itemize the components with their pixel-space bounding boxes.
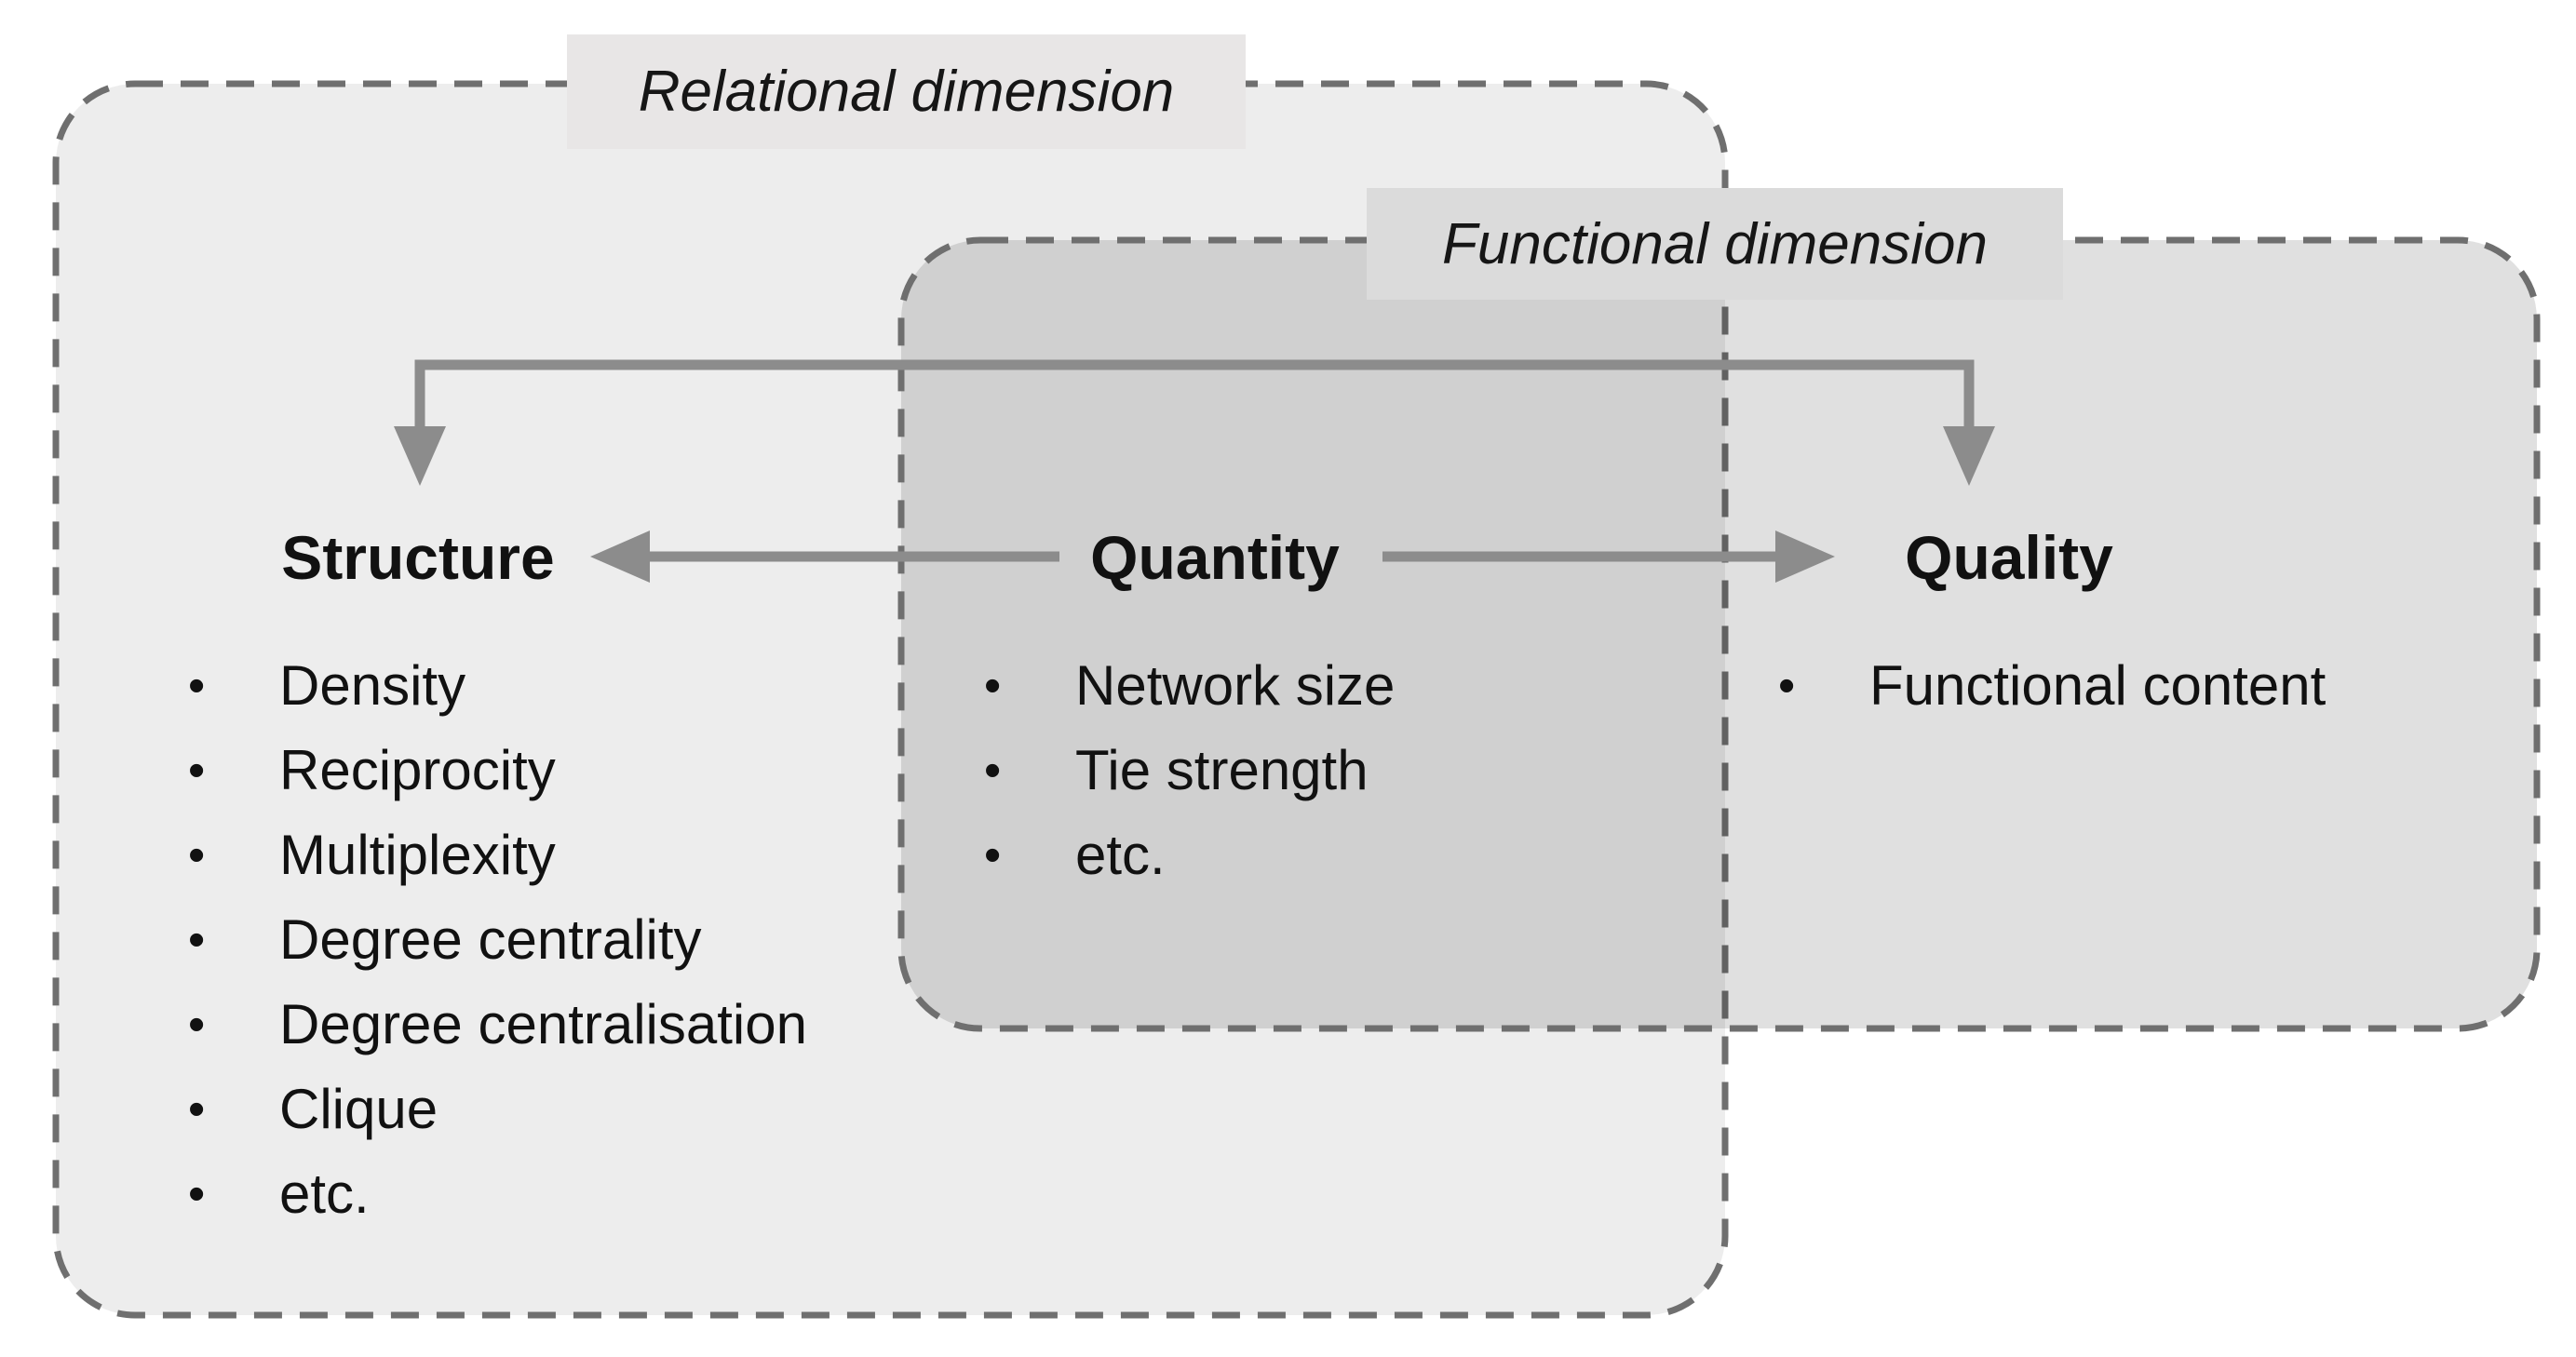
arrow-quantity-to-structure-head-icon [590,531,650,583]
relational-dimension-label: Relational dimension [567,34,1246,149]
list-item: Tie strength [971,728,1395,813]
list-item: Network size [971,643,1395,728]
list-item-label: Clique [279,1078,438,1140]
structure-heading: Structure [281,523,555,592]
quantity-list: Network size Tie strength etc. [971,643,1395,897]
list-item-label: Degree centralisation [279,993,807,1055]
list-item: Degree centrality [175,897,807,982]
list-item: Multiplexity [175,813,807,897]
list-item: Reciprocity [175,728,807,813]
arrow-quantity-to-quality-head-icon [1775,531,1835,583]
list-item: etc. [175,1151,807,1236]
list-item: Functional content [1765,643,2326,728]
functional-dimension-label: Functional dimension [1367,188,2063,300]
quality-heading: Quality [1905,523,2113,592]
arrow-down-to-quality-icon [1943,426,1995,486]
list-item: etc. [971,813,1395,897]
arrow-down-to-structure-icon [394,426,446,486]
list-item-label: Reciprocity [279,739,556,801]
structure-list: Density Reciprocity Multiplexity Degree … [175,643,807,1236]
list-item-label: Tie strength [1075,739,1369,801]
functional-dimension-box [897,236,2541,1032]
list-item: Density [175,643,807,728]
top-connector-line [414,359,1975,430]
list-item: Clique [175,1067,807,1151]
list-item-label: Functional content [1869,654,2326,717]
list-item-label: Density [279,654,466,717]
list-item-label: Degree centrality [279,908,702,971]
list-item: Degree centralisation [175,982,807,1067]
quality-list: Functional content [1765,643,2326,728]
list-item-label: etc. [279,1162,370,1225]
quantity-heading: Quantity [1090,523,1340,592]
list-item-label: etc. [1075,824,1166,886]
list-item-label: Multiplexity [279,824,556,886]
list-item-label: Network size [1075,654,1396,717]
